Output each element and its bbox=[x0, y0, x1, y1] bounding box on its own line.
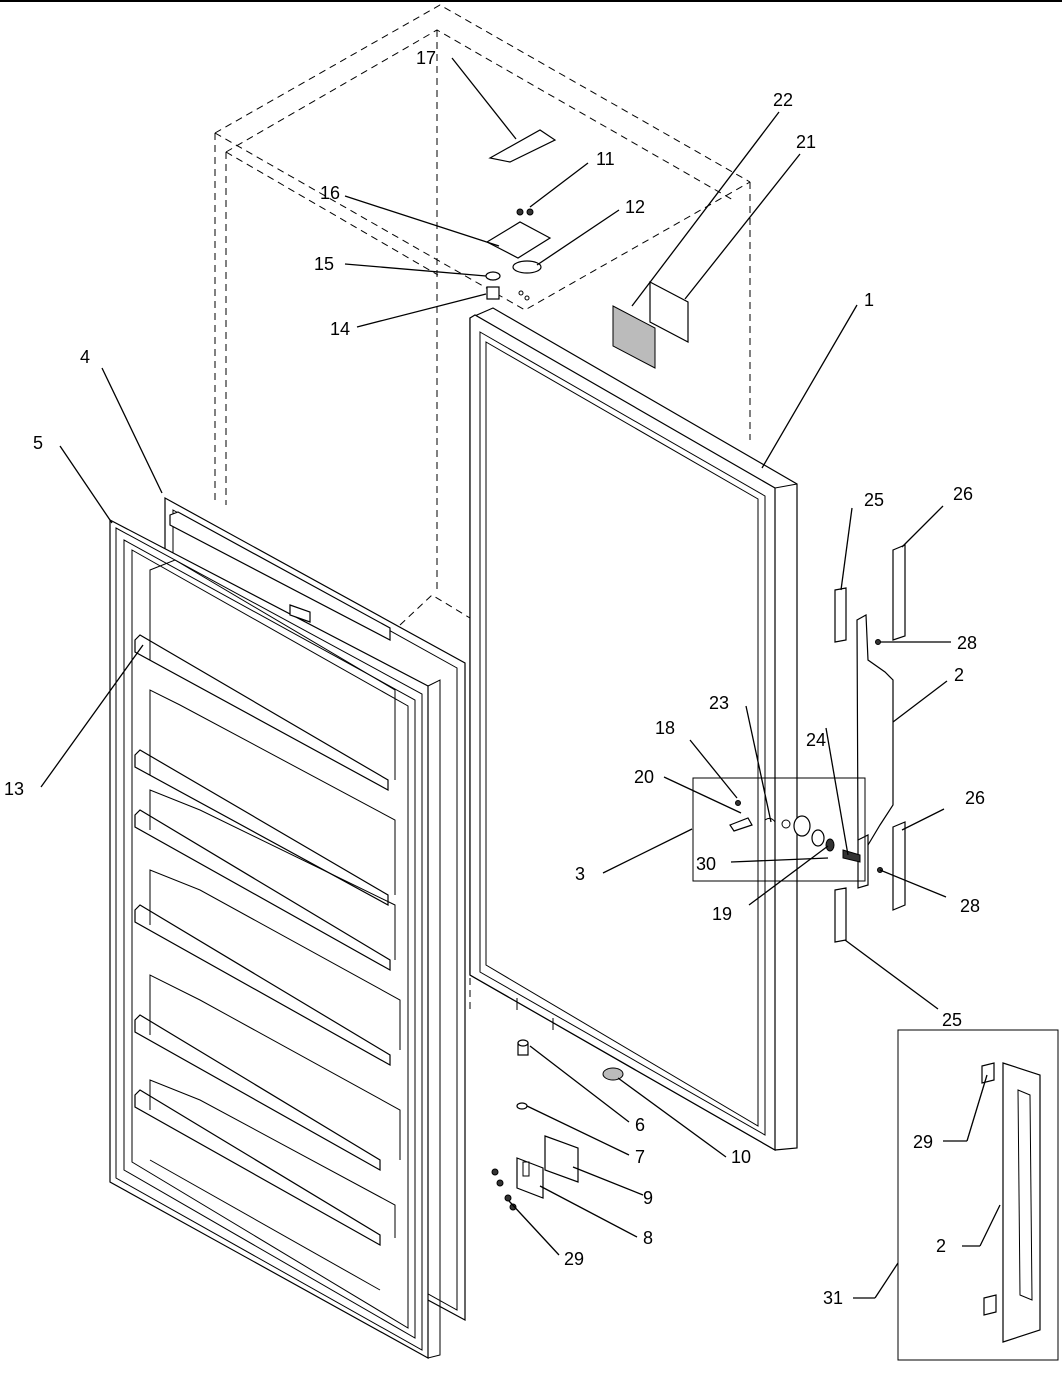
label-1: 1 bbox=[864, 290, 874, 310]
alternate-handle-inset bbox=[897, 1029, 1059, 1361]
label-15: 15 bbox=[314, 254, 334, 274]
leader-lines bbox=[40, 57, 1001, 1299]
label-7: 7 bbox=[635, 1147, 645, 1167]
label-22: 22 bbox=[773, 90, 793, 110]
label-18: 18 bbox=[655, 718, 675, 738]
label-4: 4 bbox=[80, 347, 90, 367]
label-13: 13 bbox=[4, 779, 24, 799]
label-6: 6 bbox=[635, 1115, 645, 1135]
bottom-hinge-parts bbox=[491, 1039, 624, 1211]
label-20: 20 bbox=[634, 767, 654, 787]
hinge-assembly bbox=[485, 129, 557, 301]
handle-assembly bbox=[834, 544, 906, 943]
label-2-handle: 2 bbox=[954, 665, 964, 685]
label-24: 24 bbox=[806, 730, 826, 750]
label-9: 9 bbox=[643, 1188, 653, 1208]
label-31: 31 bbox=[823, 1288, 843, 1308]
outer-door-panel bbox=[469, 307, 798, 1152]
cabinet-outline bbox=[214, 4, 751, 1010]
label-29-inset: 29 bbox=[913, 1132, 933, 1152]
label-3: 3 bbox=[575, 864, 585, 884]
label-19: 19 bbox=[712, 904, 732, 924]
label-25-lower: 25 bbox=[942, 1010, 962, 1030]
callout-labels: 17 11 16 12 15 14 22 21 1 4 5 13 25 26 2… bbox=[4, 48, 985, 1308]
label-28-upper: 28 bbox=[957, 633, 977, 653]
label-11: 11 bbox=[596, 149, 615, 169]
label-2-inset: 2 bbox=[936, 1236, 946, 1256]
label-10: 10 bbox=[731, 1147, 751, 1167]
label-26-upper: 26 bbox=[953, 484, 973, 504]
label-12: 12 bbox=[625, 197, 645, 217]
label-28-lower: 28 bbox=[960, 896, 980, 916]
label-14: 14 bbox=[330, 319, 350, 339]
label-5: 5 bbox=[33, 433, 43, 453]
label-30: 30 bbox=[696, 854, 716, 874]
door-labels-21-22 bbox=[612, 281, 689, 369]
label-25-upper: 25 bbox=[864, 490, 884, 510]
label-16: 16 bbox=[320, 183, 340, 203]
label-8: 8 bbox=[643, 1228, 653, 1248]
label-17: 17 bbox=[416, 48, 436, 68]
label-29-bottom: 29 bbox=[564, 1249, 584, 1269]
door-shelves bbox=[134, 511, 401, 1291]
label-23: 23 bbox=[709, 693, 729, 713]
label-21: 21 bbox=[796, 132, 816, 152]
label-26-lower: 26 bbox=[965, 788, 985, 808]
